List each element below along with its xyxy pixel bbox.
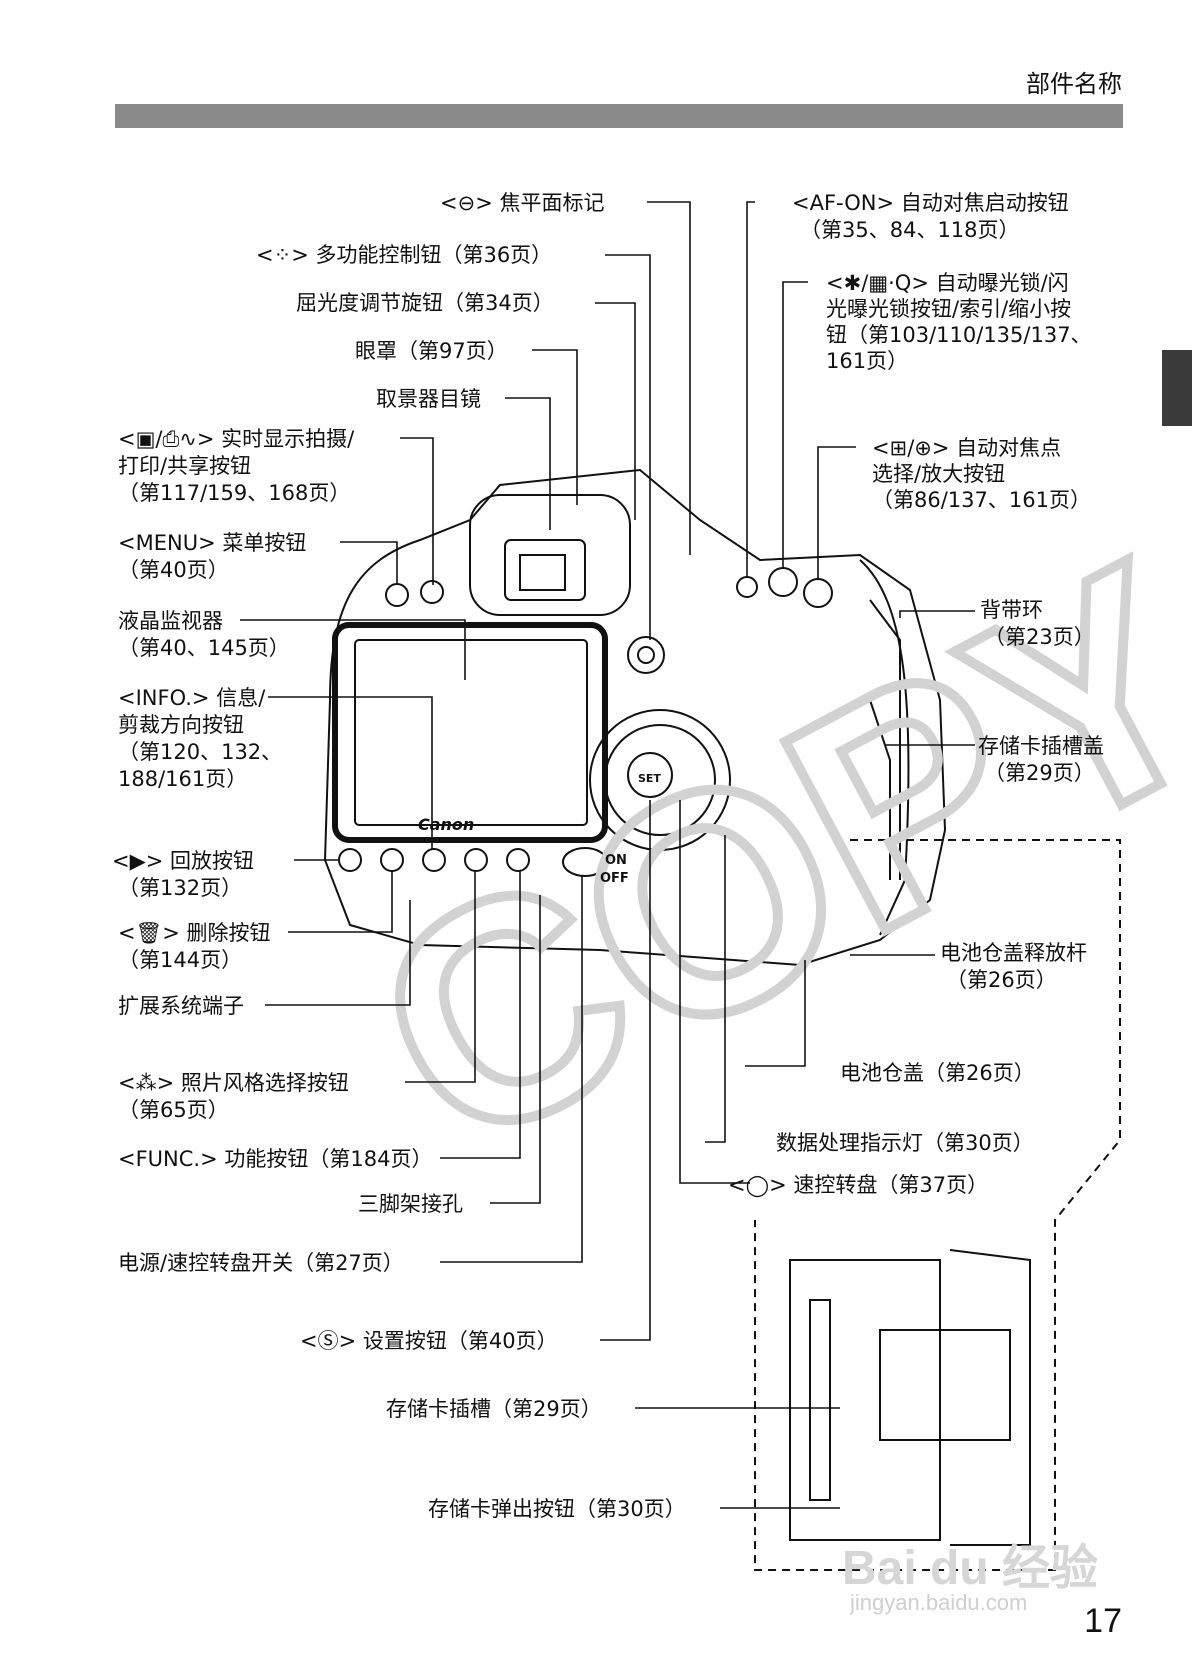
label-playback-1: <▶> 回放按钮 [112,849,255,873]
header-bar [115,104,1123,128]
mark-canon: Canon [418,815,475,834]
label-focal-plane-mark: <⊖> 焦平面标记 [440,191,605,215]
label-ae-lock-2: 光曝光锁按钮/索引/缩小按 [826,297,1072,321]
label-erase-1: <🗑> 删除按钮 [118,921,271,945]
label-af-on-1: <AF-ON> 自动对焦启动按钮 [792,191,1069,215]
label-diopter: 屈光度调节旋钮（第34页） [296,291,554,315]
label-ae-lock-4: 161页） [826,349,909,373]
label-cf-cover-2: （第29页） [984,761,1095,785]
section-title: 部件名称 [1026,70,1122,98]
label-picture-style-2: （第65页） [118,1098,229,1122]
label-strap-1: 背带环 [980,598,1043,622]
page-number: 17 [1084,1602,1122,1640]
label-ae-lock-3: 钮（第103/110/135/137、 [826,323,1092,347]
label-batt-release-1: 电池仓盖释放杆 [940,941,1087,965]
power-switch [562,847,608,877]
label-af-point-3: （第86/137、161页） [872,488,1091,512]
copy-watermark: COPY [325,497,1192,1216]
label-picture-style-1: <⁂> 照片风格选择按钮 [118,1071,349,1095]
af-on-button [736,576,758,598]
mark-set: SET [638,772,661,785]
set-button [627,752,673,798]
af-point-button [803,578,833,608]
menu-button [385,583,409,607]
label-lcd-1: 液晶监视器 [118,609,223,633]
baidu-watermark: Bai du 经验 [842,1542,1099,1595]
label-menu-1: <MENU> 菜单按钮 [118,531,307,555]
label-live-view-3: （第117/159、168页） [118,481,351,505]
label-batt-release-2: （第26页） [946,968,1057,992]
label-info-1: <INFO.> 信息/ [118,686,266,710]
label-batt-cover: 电池仓盖（第26页） [840,1061,1035,1085]
mark-on: ON [605,853,627,868]
viewfinder-eyepiece [504,539,586,601]
label-af-on-2: （第35、84、118页） [800,218,1020,242]
label-cf-slot: 存储卡插槽（第29页） [386,1397,602,1421]
label-viewfinder: 取景器目镜 [376,387,481,411]
label-playback-2: （第132页） [118,876,243,900]
baidu-url-watermark: jingyan.baidu.com [850,1590,1028,1615]
label-multi-controller: <⁘> 多功能控制钮（第36页） [256,243,553,267]
label-ae-lock-1: <✱/▦·Q> 自动曝光锁/闪 [826,271,1069,295]
label-info-4: 188/161页） [118,767,248,791]
label-access-lamp: 数据处理指示灯（第30页） [776,1131,1034,1155]
label-live-view-2: 打印/共享按钮 [118,454,252,478]
quick-control-dial [589,709,731,851]
multi-controller [627,636,665,674]
label-cf-eject: 存储卡弹出按钮（第30页） [428,1497,686,1521]
label-lcd-2: （第40、145页） [118,636,290,660]
label-menu-2: （第40页） [118,558,229,582]
label-info-2: 剪裁方向按钮 [118,713,244,737]
label-ext-terminal: 扩展系统端子 [118,994,244,1018]
live-view-button [420,580,444,604]
label-power-switch: 电源/速控转盘开关（第27页） [118,1251,404,1275]
ae-lock-button [768,567,798,597]
camera-body [323,468,947,967]
label-cf-cover-1: 存储卡插槽盖 [978,734,1104,758]
mark-off: OFF [600,871,629,886]
chapter-tab [1162,350,1192,426]
label-live-view-1: <▣/⎙∿> 实时显示拍摄/ [118,427,355,451]
label-tripod: 三脚架接孔 [358,1192,463,1216]
label-af-point-1: <⊞/⊕> 自动对焦点 [872,436,1062,460]
label-info-3: （第120、132、 [118,740,283,764]
label-quick-dial: <◯> 速控转盘（第37页） [728,1173,989,1197]
label-erase-2: （第144页） [118,948,243,972]
label-eyecup: 眼罩（第97页） [355,339,508,363]
label-set-button: <Ⓢ> 设置按钮（第40页） [300,1329,558,1353]
label-af-point-2: 选择/放大按钮 [872,462,1006,486]
label-strap-2: （第23页） [984,625,1095,649]
label-func: <FUNC.> 功能按钮（第184页） [118,1147,433,1171]
lcd-monitor [332,622,608,843]
